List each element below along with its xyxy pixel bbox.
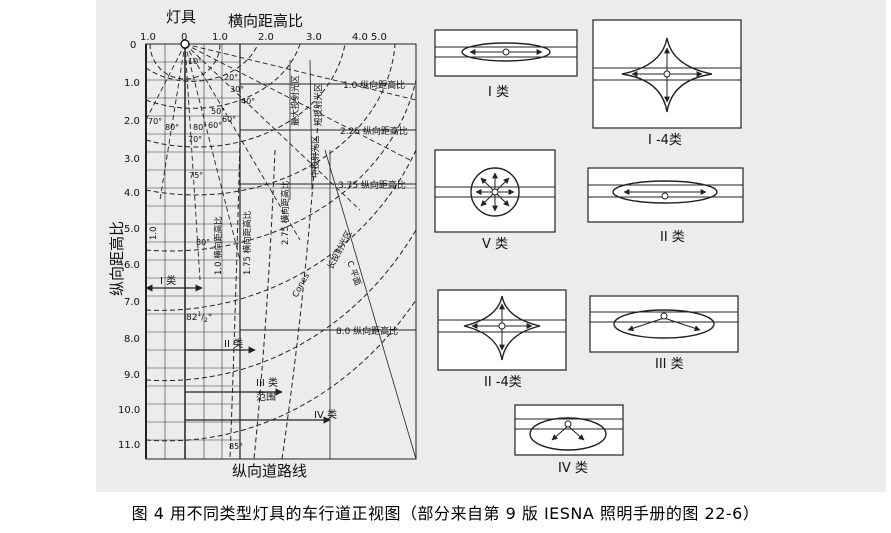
left-tick: 10.0	[118, 405, 140, 416]
top-tick: 1.0	[140, 32, 156, 43]
type-label: IV 类	[314, 408, 337, 421]
zone-label: 短投射光区	[313, 83, 324, 126]
top-tick: 4.0	[352, 32, 368, 43]
left-diagram: 灯具 横向距高比 1.0 0 1.0 2.0 3.0 4.0 5.0	[108, 8, 417, 480]
left-tick: 1.0	[124, 78, 140, 89]
panel-label: I -4类	[648, 133, 682, 148]
zone-label: 最大投射光区	[290, 74, 301, 126]
distance-markers	[240, 83, 416, 331]
top-ticks: 1.0 0 1.0 2.0 3.0 4.0 5.0	[140, 32, 387, 43]
angle-label: 75°	[189, 171, 203, 180]
right-label: 1.0 纵向距高比	[343, 79, 405, 91]
luminaire-icon	[180, 39, 190, 49]
angle-label: 10°	[188, 57, 202, 66]
diagram-frame	[145, 43, 417, 460]
left-tick: 8.0	[124, 334, 140, 345]
left-ticks: 0 1.0 2.0 3.0 4.0 5.0 6.0 7.0 8.0 9.0 10…	[118, 40, 140, 451]
type-labels: I 类 II 类 III 类 范围 IV 类	[160, 274, 337, 421]
panel-type-4: IV 类	[514, 404, 624, 476]
panel-type-3: III 类	[589, 295, 739, 372]
right-label: 2.25 纵向距高比	[340, 125, 408, 137]
type-label: III 类	[256, 376, 278, 389]
panel-label: I 类	[488, 85, 509, 100]
left-tick: 0	[130, 40, 136, 51]
angle-label: 80°	[165, 123, 179, 132]
angle-label: 70°	[188, 135, 202, 144]
vertical-labels: 1.0 横向距高比 1.75 横向距高比 2.75 横向距高比 1.0	[149, 181, 291, 275]
vertical-label: 2.75 横向距高比	[280, 181, 291, 245]
panel-type-2-4: II -4类	[437, 289, 567, 390]
panel-type-2: II 类	[587, 167, 744, 245]
vertical-label: 1.0	[149, 226, 159, 240]
type-label: I 类	[160, 274, 176, 287]
angle-label: 80°	[196, 238, 210, 247]
angle-label: 50°	[211, 107, 225, 116]
grid-lines	[146, 44, 416, 459]
angle-label: 60°	[222, 115, 236, 124]
vertical-label: 1.0 横向距高比	[213, 216, 224, 275]
left-tick: 9.0	[124, 370, 140, 381]
figure-caption: 图 4 用不同类型灯具的车行道正视图（部分来自第 9 版 IESNA 照明手册的…	[131, 504, 760, 523]
angle-label: 70°	[148, 117, 162, 126]
type-label: II 类	[224, 337, 243, 350]
right-label: 8.0 纵向距高比	[336, 325, 398, 337]
angle-label: 30°	[230, 85, 244, 94]
luminaire-label: 灯具	[166, 8, 196, 26]
type-ranges	[145, 284, 331, 424]
left-tick: 7.0	[124, 297, 140, 308]
top-tick: 5.0	[371, 32, 387, 43]
left-tick: 4.0	[124, 188, 140, 199]
left-tick: 11.0	[118, 440, 140, 451]
right-labels: 1.0 纵向距高比 2.25 纵向距高比 3.75 纵向距高比 8.0 纵向距高…	[336, 79, 408, 337]
angle-fraction: 821/2°	[186, 311, 212, 324]
left-tick: 2.0	[124, 116, 140, 127]
angle-label: 40°	[241, 97, 255, 106]
zone-label: Cones	[291, 271, 312, 299]
lateral-lines	[229, 119, 319, 460]
panel-type-1-4: I -4类	[592, 19, 742, 148]
panel-label: II 类	[660, 230, 685, 245]
bottom-axis-title: 纵向道路线	[232, 462, 307, 480]
angle-label: 85°	[229, 442, 243, 451]
vertical-label: 1.75 横向距高比	[242, 211, 253, 275]
panel-label: III 类	[655, 357, 684, 372]
radial-rays	[145, 43, 417, 281]
left-axis-title: 纵向距高比	[108, 221, 126, 296]
angle-label: 80°	[193, 123, 207, 132]
panel-label: II -4类	[484, 375, 522, 390]
panel-type-5: V 类	[434, 149, 556, 252]
angle-label: 20°	[224, 73, 238, 82]
top-tick: 2.0	[258, 32, 274, 43]
top-tick: 3.0	[306, 32, 322, 43]
angle-labels: 10° 20° 30° 40° 50° 60° 70° 80° 80° 70° …	[148, 57, 255, 451]
zone-label: C 平面	[344, 260, 362, 288]
panel-label: IV 类	[558, 461, 588, 476]
panel-label: V 类	[482, 237, 508, 252]
left-tick: 3.0	[124, 154, 140, 165]
left-tick: 5.0	[124, 224, 140, 235]
top-tick: 1.0	[212, 32, 228, 43]
panel-type-1: I 类	[434, 29, 578, 100]
angle-label: 60°	[208, 121, 222, 130]
top-axis-title: 横向距高比	[228, 12, 303, 30]
left-tick: 6.0	[124, 260, 140, 271]
scanned-figure	[96, 0, 886, 492]
zone-label: 中投射光区	[310, 135, 321, 178]
top-tick: 0	[181, 32, 187, 43]
type-label: 范围	[256, 390, 276, 403]
right-label: 3.75 纵向距高比	[338, 179, 406, 191]
right-panels: I 类 I -4类	[434, 19, 744, 476]
